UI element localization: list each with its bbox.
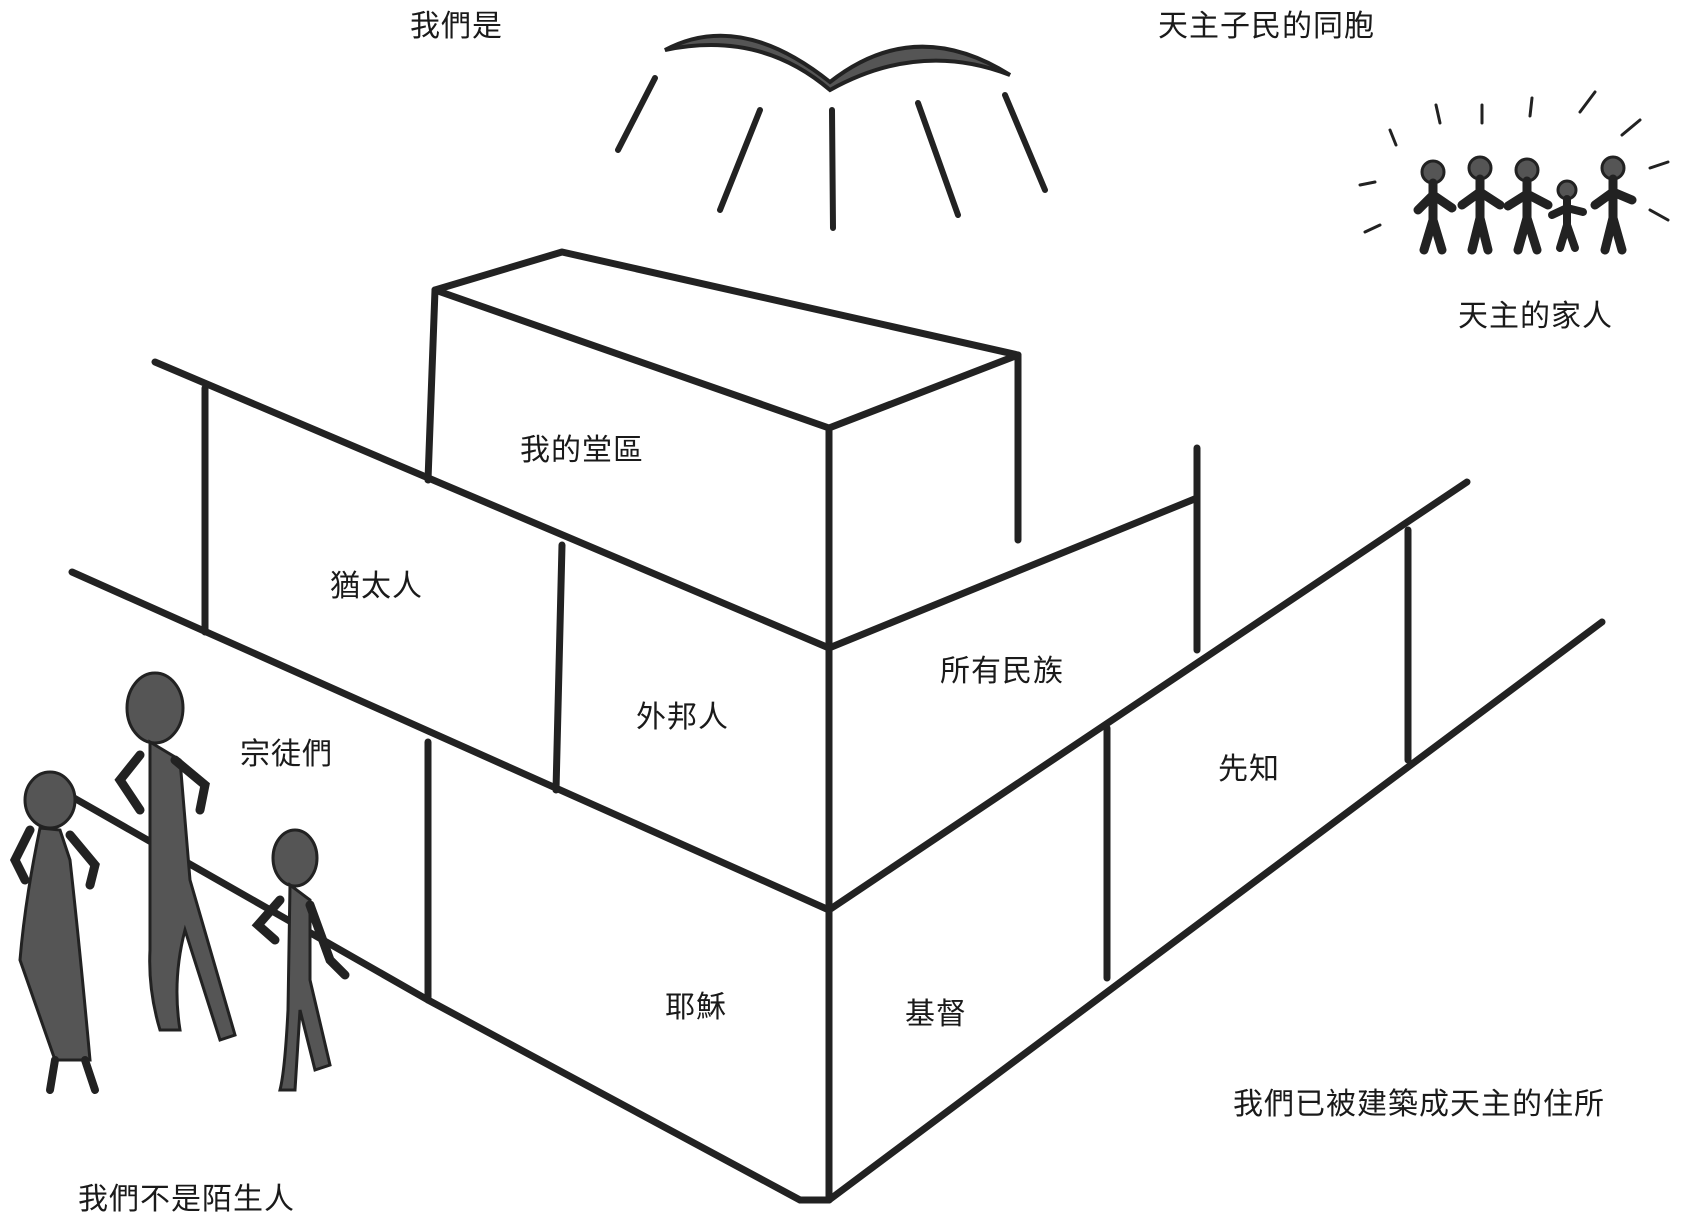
family-group-icon <box>1358 90 1670 255</box>
people-figures-icon <box>9 671 350 1094</box>
prophets-label: 先知 <box>1218 752 1280 787</box>
jews-label: 猶太人 <box>330 569 423 604</box>
we-are-label: 我們是 <box>410 9 503 44</box>
apostles-label: 宗徒們 <box>240 737 333 772</box>
gentiles-label: 外邦人 <box>636 700 729 735</box>
open-book-icon <box>615 33 1048 231</box>
jesus-label: 耶穌 <box>665 990 727 1025</box>
christ-label: 基督 <box>905 997 967 1032</box>
fellow-citizens-label: 天主子民的同胞 <box>1158 9 1375 44</box>
built-into-dwelling-label: 我們已被建築成天主的住所 <box>1233 1087 1605 1122</box>
not-strangers-label: 我們不是陌生人 <box>78 1182 295 1217</box>
family-of-god-label: 天主的家人 <box>1458 299 1613 334</box>
wall-structure <box>56 248 1606 1204</box>
all-nations-label: 所有民族 <box>940 654 1064 689</box>
my-parish-label: 我的堂區 <box>520 433 644 468</box>
